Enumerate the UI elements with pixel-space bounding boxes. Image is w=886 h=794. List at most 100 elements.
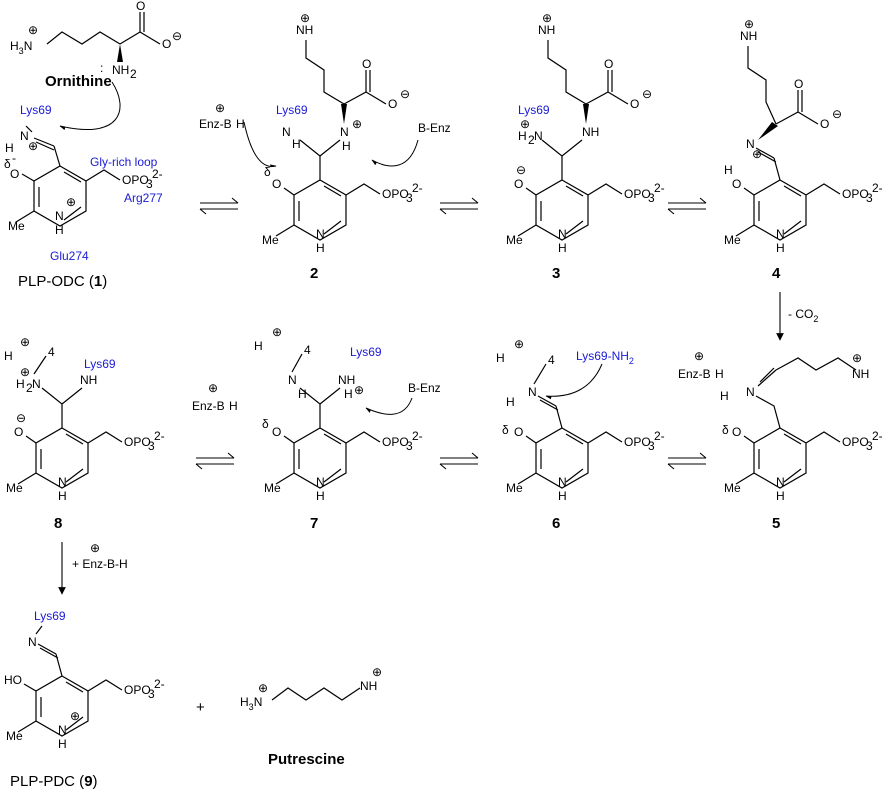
svg-text:OPO: OPO (842, 187, 869, 201)
svg-text:N: N (776, 227, 785, 241)
svg-text:Me: Me (264, 481, 281, 495)
svg-text:OPO: OPO (124, 435, 151, 449)
svg-text:Gly-rich loop: Gly-rich loop (90, 155, 158, 169)
svg-text:O: O (162, 37, 171, 51)
svg-text:3: 3 (648, 191, 655, 205)
svg-text:δ: δ (502, 423, 509, 437)
svg-text:⊕: ⊕ (20, 335, 30, 349)
svg-text:OPO: OPO (842, 435, 869, 449)
label-5: 5 (772, 515, 780, 532)
svg-text:N: N (316, 475, 325, 489)
structure-4: H N Me O H OPO 3 2- N ⊕ NH ⊕ O O ⊖ (724, 17, 883, 255)
svg-text:H: H (558, 489, 567, 503)
structure-6: H N Me O δ OPO 3 2- N H 4 H ⊕ Lys69-NH2 (496, 337, 665, 503)
svg-text:Me: Me (8, 219, 25, 233)
svg-text:H: H (236, 117, 245, 131)
svg-text::: : (100, 61, 103, 75)
svg-text:O: O (272, 177, 281, 191)
svg-text:O: O (604, 57, 613, 71)
svg-text:H: H (558, 241, 567, 255)
svg-text:3: 3 (406, 191, 413, 205)
svg-text:O: O (820, 117, 829, 131)
svg-text:H: H (229, 399, 238, 413)
svg-text:- CO2: - CO2 (788, 307, 818, 324)
svg-text:3: 3 (148, 439, 155, 453)
svg-text:Lys69-NH2: Lys69-NH2 (576, 349, 634, 366)
label-3: 3 (552, 265, 560, 282)
svg-text:N: N (534, 129, 543, 143)
svg-text:OPO: OPO (382, 435, 409, 449)
svg-text:4: 4 (48, 345, 55, 359)
equilibrium-arrow-1-2 (199, 197, 239, 215)
svg-text:H: H (724, 163, 733, 177)
svg-text:δ: δ (722, 423, 729, 437)
svg-text:N: N (20, 129, 29, 143)
svg-text:3: 3 (866, 191, 873, 205)
svg-text:Enz-B: Enz-B (192, 399, 225, 413)
svg-text:O: O (136, 0, 145, 13)
svg-text:3: 3 (866, 439, 873, 453)
svg-text:H: H (342, 139, 351, 153)
svg-text:δ: δ (264, 165, 271, 179)
label-4: 4 (772, 265, 781, 282)
equilibrium-arrow-5-6 (667, 452, 707, 470)
equilibrium-arrow-7-8 (195, 452, 235, 470)
svg-text:N: N (282, 125, 291, 139)
svg-text:⊕: ⊕ (852, 351, 862, 365)
svg-text:H3N: H3N (240, 695, 262, 712)
svg-text:⊕: ⊕ (90, 541, 100, 555)
svg-text:N: N (558, 227, 567, 241)
equilibrium-arrow-2-3 (439, 197, 479, 215)
svg-text:B-Enz: B-Enz (418, 121, 451, 135)
svg-text:δ: δ (4, 157, 11, 171)
svg-text:H: H (776, 489, 785, 503)
svg-text:⊕: ⊕ (694, 349, 704, 363)
svg-text:⊕: ⊕ (70, 709, 80, 723)
svg-text:2-: 2- (412, 429, 423, 443)
svg-text:NH: NH (80, 373, 97, 387)
svg-text:OPO: OPO (624, 435, 651, 449)
svg-text:H: H (316, 241, 325, 255)
equilibrium-arrow-6-7 (439, 452, 479, 470)
svg-text:O: O (732, 425, 741, 439)
svg-text:NH: NH (740, 29, 757, 43)
svg-text:N: N (58, 475, 67, 489)
structure-1: H N ⊕ Me O δ - N ⊕ H Lys69 OPO 3 2- Gly-… (4, 103, 163, 263)
svg-text:Me: Me (6, 481, 23, 495)
svg-text:⊕: ⊕ (28, 23, 38, 37)
svg-text:2-: 2- (654, 181, 665, 195)
svg-text:⊕: ⊕ (354, 383, 364, 397)
svg-text:⊕: ⊕ (258, 681, 268, 695)
structure-3: H N Me O ⊖ OPO 3 2- H 2 N ⊕ Lys69 NH NH … (506, 11, 665, 255)
svg-text:O: O (362, 57, 371, 71)
structure-2: H N Me O δ OPO 3 2- N H Lys69 N H ⊕ NH ⊕… (262, 11, 423, 255)
svg-text:⊕: ⊕ (514, 337, 524, 351)
svg-text:O: O (514, 425, 523, 439)
svg-text:⊕: ⊕ (372, 665, 382, 679)
putrescine-structure: H3N ⊕ NH ⊕ Putrescine (240, 665, 382, 768)
svg-text:⊖: ⊖ (16, 411, 26, 425)
svg-text:OPO: OPO (624, 187, 651, 201)
atom-h3n: H3N (10, 39, 32, 56)
svg-text:N: N (528, 385, 537, 399)
svg-text:O: O (514, 177, 523, 191)
svg-text:O: O (388, 97, 397, 111)
svg-text:2-: 2- (654, 429, 665, 443)
svg-text:H: H (344, 387, 353, 401)
ornithine-structure: H3N ⊕ O O ⊖ NH 2 : Ornithine (10, 0, 182, 131)
svg-text:Glu274: Glu274 (50, 249, 89, 263)
svg-text:H: H (518, 129, 527, 143)
label-6: 6 (552, 515, 560, 532)
svg-text:N: N (32, 377, 41, 391)
svg-text:N: N (55, 209, 64, 223)
decarboxylation-arrow: - CO2 (776, 292, 818, 341)
svg-text:NH: NH (852, 367, 869, 381)
svg-text:Lys69: Lys69 (84, 357, 116, 371)
svg-text:H: H (715, 367, 724, 381)
svg-text:H: H (55, 223, 64, 237)
svg-text:⊕: ⊕ (542, 11, 552, 25)
svg-text:⊕: ⊕ (752, 147, 762, 161)
ornithine-label: Ornithine (45, 73, 112, 90)
svg-text:4: 4 (304, 343, 311, 357)
equilibrium-arrow-3-4 (667, 197, 707, 215)
